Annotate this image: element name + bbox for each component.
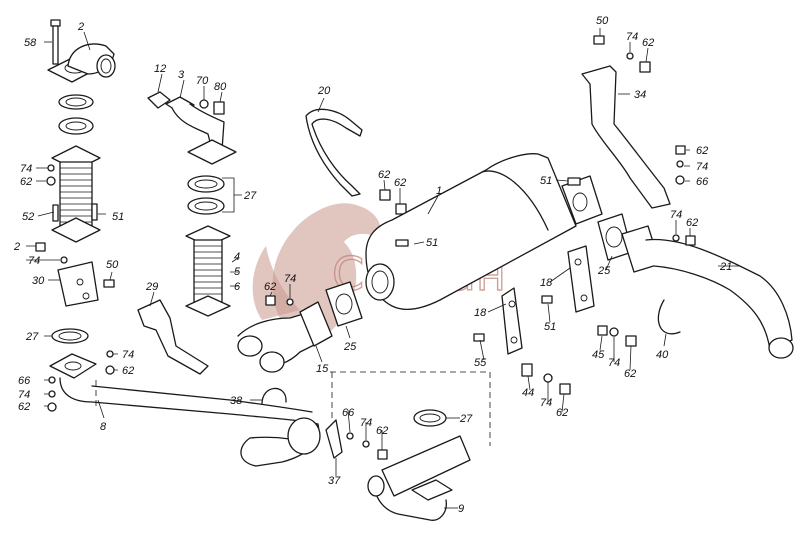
label-62-left-a: 62 (20, 176, 32, 188)
label-62-lower: 62 (376, 425, 388, 437)
label-62-right-d: 62 (556, 407, 568, 419)
label-74-left-d: 74 (18, 389, 30, 401)
label-2-left: 2 (13, 241, 20, 253)
label-51-left: 51 (112, 211, 124, 223)
part-21-tailpipe (621, 225, 794, 359)
label-74-left-b: 74 (28, 255, 40, 267)
label-74-top: 74 (626, 31, 638, 43)
part-9-pipe (367, 435, 471, 521)
part-40-u-bolt (657, 299, 681, 335)
label-62-right-a: 62 (696, 145, 708, 157)
label-25-right: 25 (597, 265, 611, 277)
label-18-right: 18 (540, 277, 553, 289)
part-30-bracket (57, 261, 115, 307)
label-5: 5 (234, 266, 241, 278)
label-51-lower: 51 (544, 321, 556, 333)
label-45: 45 (592, 349, 605, 361)
label-74-middle: 74 (284, 273, 296, 285)
part-37-bracket (325, 419, 388, 460)
part-58-bolt (50, 19, 61, 65)
label-74-left-a: 74 (20, 163, 32, 175)
part-18-bracket-middle (473, 287, 553, 355)
part-rings-upper (58, 94, 94, 135)
label-74-right-b: 74 (670, 209, 682, 221)
part-52-bellows (51, 145, 101, 243)
label-51-upper: 51 (540, 175, 552, 187)
label-62-right-c: 62 (624, 368, 636, 380)
label-80: 80 (214, 81, 227, 93)
label-51-center: 51 (426, 237, 438, 249)
label-27-lower: 27 (459, 413, 473, 425)
part-20-clamp-strap (305, 108, 363, 197)
label-62-center-a: 62 (378, 169, 390, 181)
label-62-right-b: 62 (686, 217, 698, 229)
label-6: 6 (234, 281, 241, 293)
connection-lines (95, 371, 491, 446)
part-18-bracket-right (567, 245, 595, 313)
label-74-right-c: 74 (608, 357, 620, 369)
label-1: 1 (436, 185, 442, 197)
label-62-middle: 62 (264, 281, 276, 293)
label-62-top: 62 (642, 37, 654, 49)
label-34: 34 (634, 89, 646, 101)
part-62-74-nuts-middle (265, 295, 294, 306)
part-12-gasket (147, 91, 171, 109)
part-3-elbow (165, 96, 237, 165)
part-labels: 58 2 74 62 52 51 2 74 30 50 27 74 62 66 … (13, 15, 732, 515)
label-66-right: 66 (696, 176, 709, 188)
part-27-rings-middle (187, 175, 225, 215)
label-52: 52 (22, 211, 34, 223)
label-62-left-b: 62 (122, 365, 134, 377)
label-40: 40 (656, 349, 669, 361)
label-4: 4 (234, 251, 240, 263)
label-15: 15 (316, 363, 329, 375)
label-74-lower: 74 (360, 417, 372, 429)
label-18-middle: 18 (474, 307, 487, 319)
label-66-lower: 66 (342, 407, 355, 419)
label-9: 9 (458, 503, 464, 515)
part-27-gasket-left (51, 328, 89, 344)
part-34-bracket (581, 35, 671, 209)
label-62-left-c: 62 (18, 401, 30, 413)
leader-lines (26, 28, 740, 509)
part-27-gasket-lower (413, 409, 447, 427)
part-1-muffler (365, 153, 603, 311)
label-62-center-b: 62 (394, 177, 406, 189)
part-nuts-right (675, 145, 686, 185)
label-30: 30 (32, 275, 45, 287)
label-12: 12 (154, 63, 166, 75)
label-8: 8 (100, 421, 107, 433)
label-25-middle: 25 (343, 341, 357, 353)
label-58: 58 (24, 37, 37, 49)
label-2-top: 2 (77, 21, 84, 33)
part-15-y-pipe (237, 301, 333, 373)
label-50-left: 50 (106, 259, 119, 271)
label-74-right-d: 74 (540, 397, 552, 409)
label-55: 55 (474, 357, 487, 369)
label-27-middle: 27 (243, 190, 257, 202)
part-4-bellows (185, 225, 231, 317)
label-70: 70 (196, 75, 209, 87)
part-25-flange-middle (325, 281, 363, 327)
part-29-bracket (137, 299, 209, 375)
label-20: 20 (317, 85, 331, 97)
label-74-right-a: 74 (696, 161, 708, 173)
part-nuts-62-center (379, 189, 407, 215)
part-8-pipe (49, 353, 321, 467)
label-3: 3 (178, 69, 185, 81)
label-74-left-c: 74 (122, 349, 134, 361)
label-66-left: 66 (18, 375, 31, 387)
label-50-top: 50 (596, 15, 609, 27)
label-44: 44 (522, 387, 534, 399)
label-29: 29 (145, 281, 158, 293)
label-37: 37 (328, 475, 341, 487)
part-2-elbow-flange (47, 43, 116, 83)
label-21: 21 (719, 261, 732, 273)
part-38-u-bolt (261, 387, 287, 405)
label-38: 38 (230, 395, 243, 407)
part-44-spacer-nuts (521, 325, 637, 395)
label-27-left: 27 (25, 331, 39, 343)
